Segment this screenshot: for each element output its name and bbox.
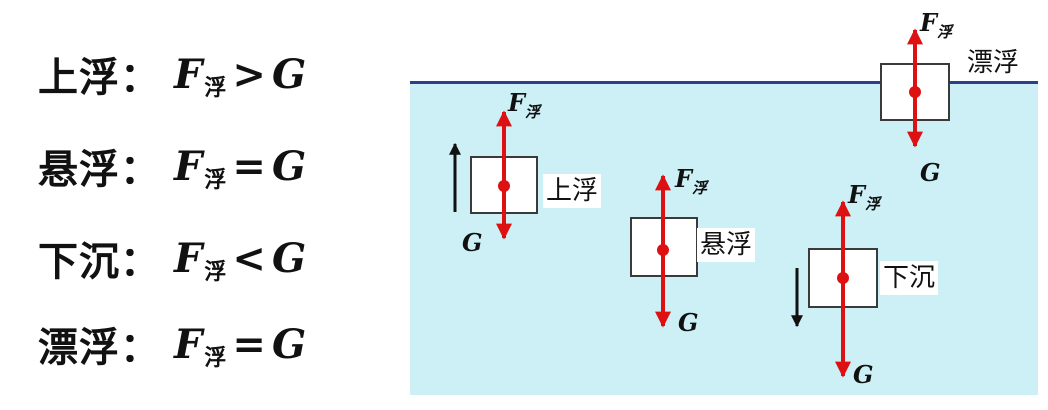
buoyancy-subscript: 浮 xyxy=(865,195,881,213)
label-sink: 下沉 xyxy=(880,261,939,295)
gravity-symbol: G xyxy=(271,50,307,98)
relation-symbol: = xyxy=(232,320,266,368)
condition-suspend: 悬浮 ： F 浮 = G xyxy=(38,136,306,196)
buoyancy-label-float: F浮 xyxy=(920,8,952,41)
buoyant-force-subscript: 浮 xyxy=(204,259,227,285)
center-point-float xyxy=(909,86,921,98)
center-point-sink xyxy=(837,272,849,284)
gravity-symbol: G xyxy=(271,234,307,282)
gravity-label-rise: G xyxy=(462,228,483,257)
condition-colon: ： xyxy=(120,238,160,285)
center-point-rise xyxy=(498,180,510,192)
buoyancy-symbol: F xyxy=(920,8,938,37)
buoyant-force-symbol: F xyxy=(174,234,203,282)
condition-float: 漂浮 ： F 浮 = G xyxy=(38,314,306,374)
buoyant-force-symbol: F xyxy=(174,50,203,98)
buoyancy-subscript: 浮 xyxy=(692,179,708,197)
condition-state: 悬浮 xyxy=(38,146,120,193)
buoyancy-label-rise: F浮 xyxy=(508,88,540,121)
buoyant-force-symbol: F xyxy=(174,320,203,368)
buoyant-force-subscript: 浮 xyxy=(204,75,227,101)
buoyancy-label-suspend: F浮 xyxy=(675,164,707,197)
buoyancy-symbol: F xyxy=(508,88,526,117)
gravity-symbol: G xyxy=(271,142,307,190)
relation-symbol: = xyxy=(232,142,266,190)
condition-colon: ： xyxy=(120,324,160,371)
condition-sink: 下沉 ： F 浮 < G xyxy=(38,228,306,288)
buoyancy-symbol: F xyxy=(675,164,693,193)
buoyancy-subscript: 浮 xyxy=(937,23,953,41)
label-float: 漂浮 xyxy=(964,46,1023,80)
buoyant-force-subscript: 浮 xyxy=(204,167,227,193)
condition-colon: ： xyxy=(120,146,160,193)
buoyant-force-subscript: 浮 xyxy=(204,345,227,371)
center-point-suspend xyxy=(657,244,669,256)
buoyancy-label-sink: F浮 xyxy=(848,180,880,213)
label-rise: 上浮 xyxy=(543,174,602,208)
buoyancy-symbol: F xyxy=(848,180,866,209)
condition-state: 上浮 xyxy=(38,54,120,101)
condition-colon: ： xyxy=(120,54,160,101)
label-suspend: 悬浮 xyxy=(697,228,756,262)
condition-state: 漂浮 xyxy=(38,324,120,371)
relation-symbol: < xyxy=(232,234,266,282)
buoyancy-subscript: 浮 xyxy=(525,103,541,121)
buoyant-force-symbol: F xyxy=(174,142,203,190)
condition-rise: 上浮 ： F 浮 > G xyxy=(38,44,306,104)
relation-symbol: > xyxy=(232,50,266,98)
gravity-label-sink: G xyxy=(853,360,874,389)
water-surface-line xyxy=(410,81,1038,84)
gravity-label-suspend: G xyxy=(678,308,699,337)
gravity-label-float: G xyxy=(920,158,941,187)
gravity-symbol: G xyxy=(271,320,307,368)
condition-state: 下沉 xyxy=(38,238,120,285)
